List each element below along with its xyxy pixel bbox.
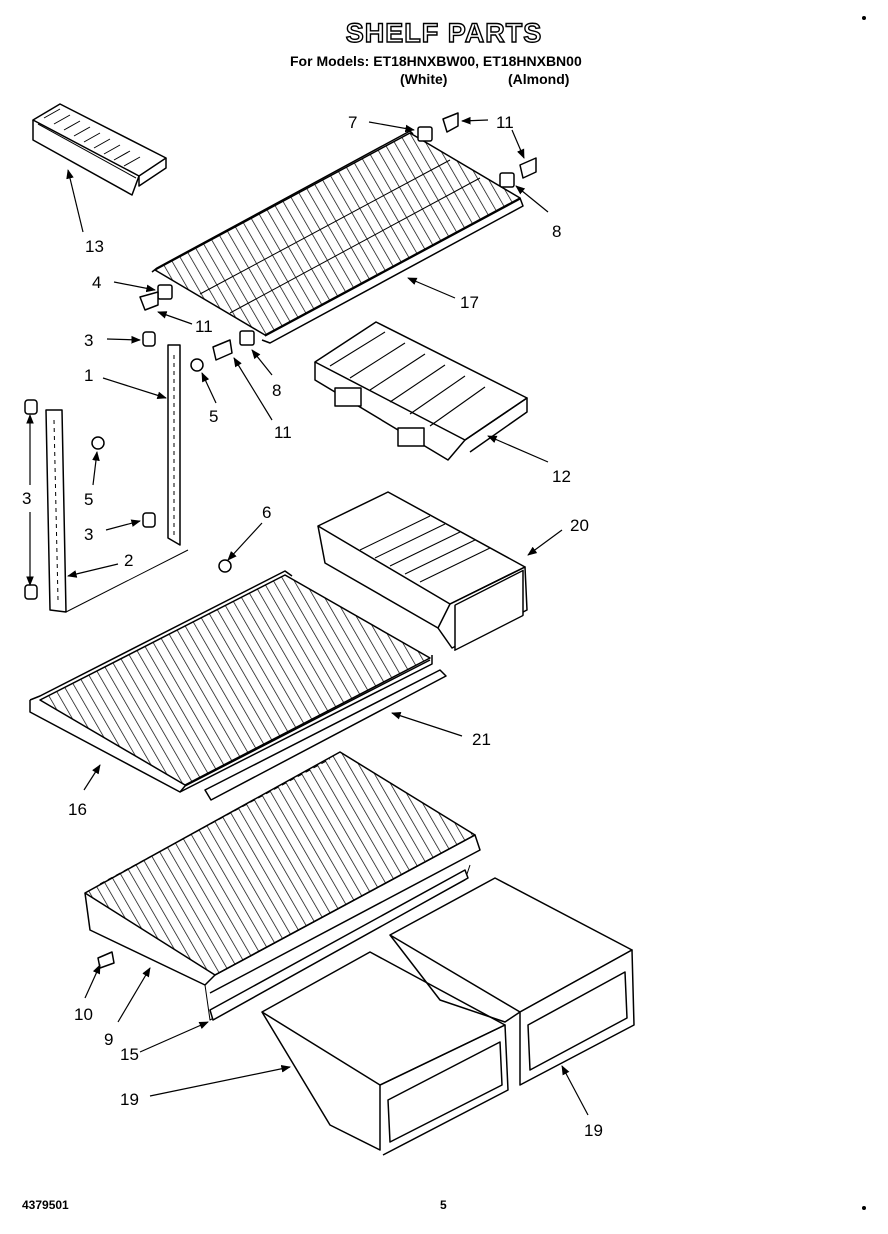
variant-almond-label: (Almond) <box>508 71 570 87</box>
callout-15: 15 <box>120 1045 139 1064</box>
callout-19-left: 19 <box>120 1090 139 1109</box>
callout-8-mid: 8 <box>272 381 281 400</box>
callout-8-top: 8 <box>552 222 561 241</box>
page-title: SHELF PARTS <box>345 17 543 48</box>
document-number: 4379501 <box>22 1198 69 1212</box>
shelf-trim-part <box>204 669 447 801</box>
main-wire-shelf-part <box>29 570 433 793</box>
corner-mark-top-right <box>862 16 866 20</box>
callout-20: 20 <box>570 516 589 535</box>
deli-tray-part <box>314 321 528 461</box>
ladder-rail-left-part <box>45 409 189 613</box>
upper-wire-shelf-part <box>151 130 524 344</box>
callout-2: 2 <box>124 551 133 570</box>
callout-19-right: 19 <box>584 1121 603 1140</box>
callout-5-right: 5 <box>209 407 218 426</box>
callout-6: 6 <box>262 503 271 522</box>
callout-3-lower: 3 <box>84 525 93 544</box>
callout-12: 12 <box>552 467 571 486</box>
corner-mark-bottom-right <box>862 1206 866 1210</box>
crisper-drawer-right-part <box>389 877 635 1086</box>
callout-11-top: 11 <box>496 113 514 132</box>
callout-5-left: 5 <box>84 490 93 509</box>
ladder-rail-right-part <box>167 344 181 546</box>
callout-labels: 7 11 8 13 4 11 17 3 1 8 5 11 3 5 3 6 2 1… <box>22 113 603 1140</box>
freezer-basket-part <box>317 491 528 652</box>
page-number: 5 <box>440 1198 447 1212</box>
callout-16: 16 <box>68 800 87 819</box>
models-line: For Models: ET18HNXBW00, ET18HNXBN00 <box>290 53 582 69</box>
callout-4: 4 <box>92 273 101 292</box>
ice-tray-part <box>32 103 167 196</box>
callout-13: 13 <box>85 237 104 256</box>
crisper-trim-part <box>209 869 469 1021</box>
callout-9: 9 <box>104 1030 113 1049</box>
callout-11-left: 11 <box>195 317 213 336</box>
small-hardware-parts <box>24 112 537 969</box>
callout-1: 1 <box>84 366 93 385</box>
leader-arrows <box>26 116 589 1116</box>
callout-3-upper: 3 <box>84 331 93 350</box>
callout-21: 21 <box>472 730 491 749</box>
callout-10: 10 <box>74 1005 93 1024</box>
crisper-drawer-left-part <box>261 951 509 1156</box>
callout-11-mid: 11 <box>274 423 292 442</box>
variant-white-label: (White) <box>400 71 448 87</box>
callout-7: 7 <box>348 113 357 132</box>
callout-17: 17 <box>460 293 479 312</box>
callout-3-left: 3 <box>22 489 31 508</box>
